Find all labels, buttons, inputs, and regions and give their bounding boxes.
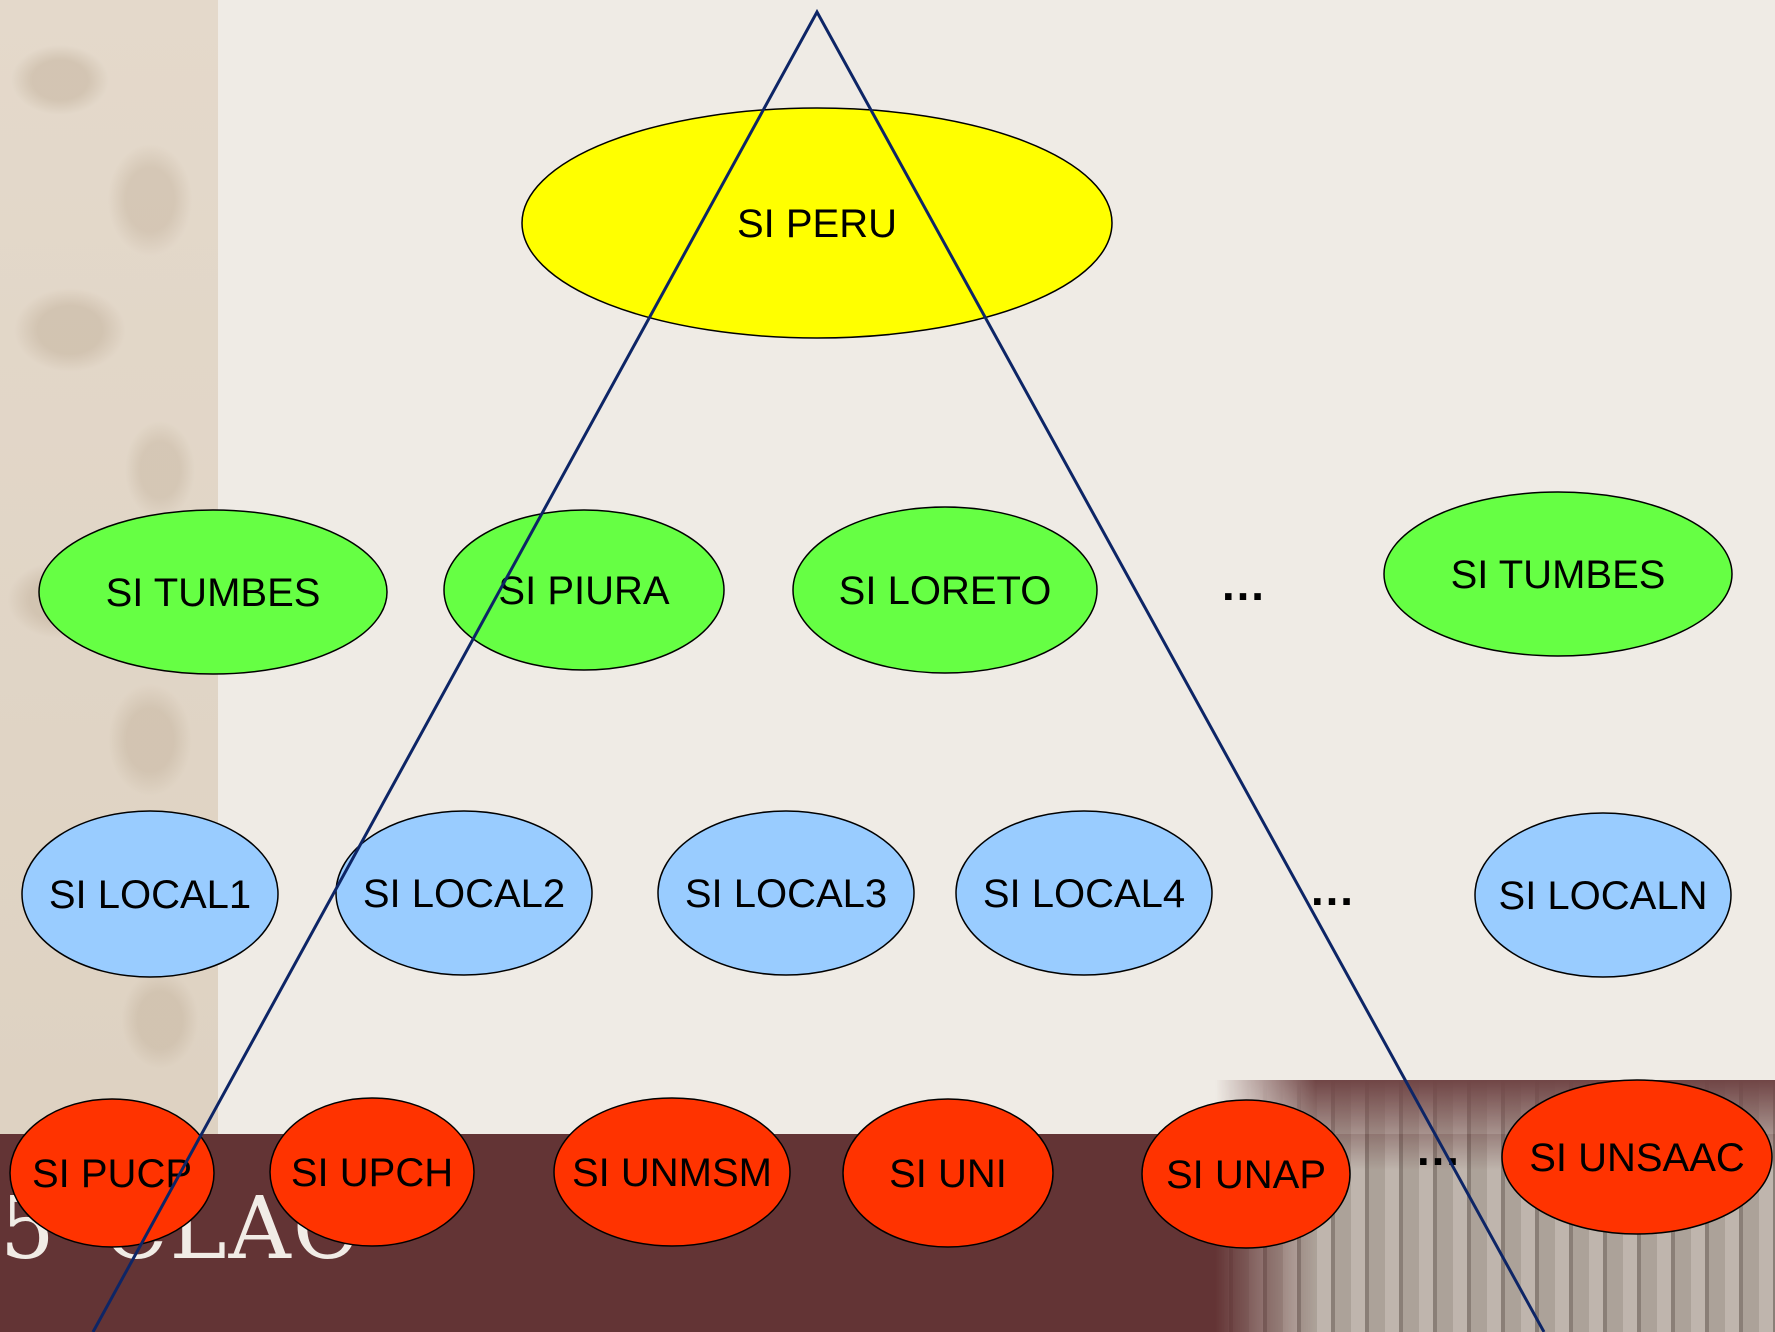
node-label: SI PERU <box>737 202 897 246</box>
node-institutional-3: SI UNMSM <box>553 1097 791 1247</box>
node-shape <box>1141 1099 1351 1249</box>
node-local-1: SI LOCAL1 <box>21 810 279 978</box>
node-shape <box>1501 1079 1773 1235</box>
node-shape <box>21 810 279 978</box>
node-regional-1: SI TUMBES <box>38 509 388 675</box>
node-local-4: SI LOCAL4 <box>955 810 1213 976</box>
node-label: SI PIURA <box>498 569 669 613</box>
node-shape <box>443 509 725 671</box>
node-label: SI LOCALN <box>1499 874 1708 918</box>
ellipsis-regional: … <box>1220 558 1270 610</box>
node-shape <box>38 509 388 675</box>
node-institutional-2: SI UPCH <box>269 1097 475 1247</box>
node-local-2: SI LOCAL2 <box>335 810 593 976</box>
pyramid-outline <box>91 8 1546 1332</box>
node-label: SI TUMBES <box>1451 553 1666 597</box>
pyramid-layer <box>91 8 1546 1332</box>
node-shape <box>1474 812 1732 978</box>
ellipsis-institutional: … <box>1415 1123 1465 1175</box>
node-regional-2: SI PIURA <box>443 509 725 671</box>
node-shape <box>1383 491 1733 657</box>
node-shape <box>553 1097 791 1247</box>
node-shape <box>792 506 1098 674</box>
node-shape <box>657 810 915 976</box>
node-label: SI LOCAL2 <box>363 872 565 916</box>
node-regional-4: SI TUMBES <box>1383 491 1733 657</box>
node-national-1: SI PERU <box>521 107 1113 339</box>
node-institutional-4: SI UNI <box>842 1098 1054 1248</box>
node-regional-3: SI LORETO <box>792 506 1098 674</box>
node-label: SI TUMBES <box>106 571 321 615</box>
node-label: SI LOCAL1 <box>49 873 251 917</box>
nodes-layer: SI PERU SI TUMBES SI PIURA SI LORETO SI TUMB… <box>9 107 1773 1249</box>
node-local-5: SI LOCALN <box>1474 812 1732 978</box>
node-label: SI UPCH <box>291 1151 453 1195</box>
node-label: SI LOCAL4 <box>983 872 1185 916</box>
node-label: SI LORETO <box>839 569 1052 613</box>
node-institutional-6: SI UNSAAC <box>1501 1079 1773 1235</box>
ellipsis-layer: … … … <box>1220 558 1465 1175</box>
node-label: SI UNMSM <box>572 1151 772 1195</box>
node-shape <box>335 810 593 976</box>
ellipsis-local: … <box>1309 863 1359 915</box>
node-shape <box>955 810 1213 976</box>
node-label: SI PUCP <box>32 1152 192 1196</box>
node-institutional-1: SI PUCP <box>9 1098 215 1248</box>
node-institutional-5: SI UNAP <box>1141 1099 1351 1249</box>
node-shape <box>9 1098 215 1248</box>
node-shape <box>269 1097 475 1247</box>
node-shape <box>842 1098 1054 1248</box>
node-label: SI LOCAL3 <box>685 872 887 916</box>
node-label: SI UNSAAC <box>1529 1136 1745 1180</box>
node-local-3: SI LOCAL3 <box>657 810 915 976</box>
node-label: SI UNAP <box>1166 1153 1326 1197</box>
node-label: SI UNI <box>889 1152 1007 1196</box>
